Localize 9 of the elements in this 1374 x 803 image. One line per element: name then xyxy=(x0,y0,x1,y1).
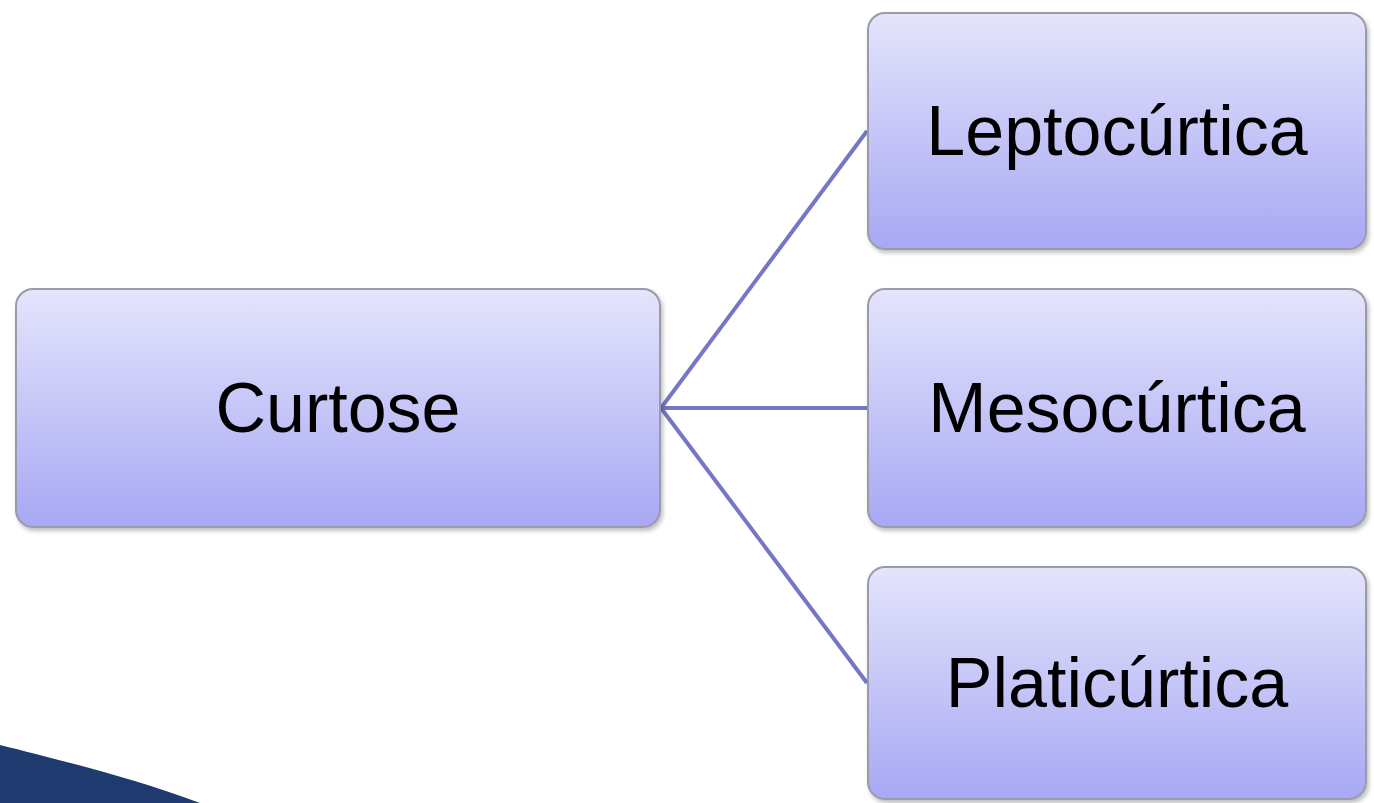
connector-line xyxy=(661,406,867,410)
process-box xyxy=(867,566,1367,800)
box-label: Leptocúrtica xyxy=(926,91,1308,171)
process-box xyxy=(15,288,661,528)
process-box xyxy=(867,12,1367,250)
box-label: Mesocúrtica xyxy=(928,368,1306,448)
box-label: Curtose xyxy=(215,368,461,448)
box-label: Platicúrtica xyxy=(945,643,1289,723)
process-box xyxy=(867,288,1367,528)
